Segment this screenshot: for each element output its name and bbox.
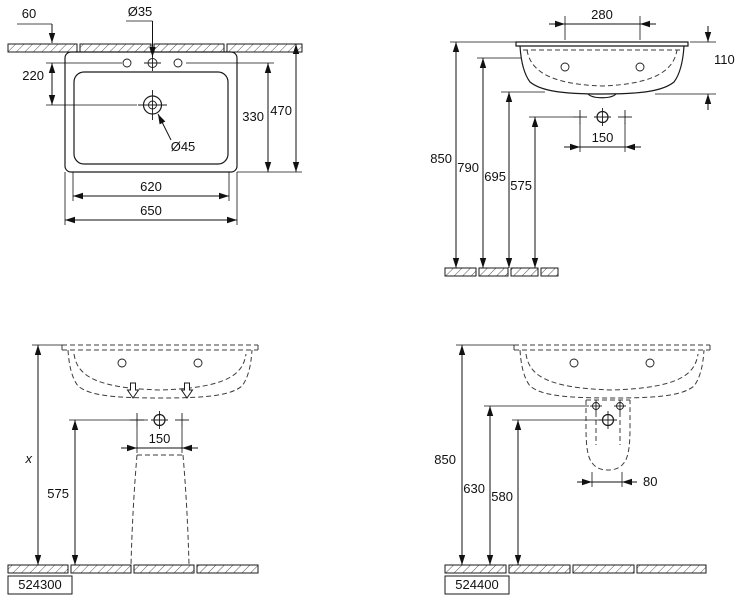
fixing-points-front: [573, 108, 632, 126]
dim-label-575-pedestal: 575: [47, 486, 69, 501]
basin-outline-plan: [64, 51, 238, 173]
taphole-diameter-label: Ø35: [128, 4, 153, 19]
drain-hole: [138, 90, 167, 120]
dim-label-150-pedestal: 150: [149, 431, 171, 446]
dim-label-575-front: 575: [510, 178, 532, 193]
floor-section-hatch-pedestal: [7, 564, 259, 574]
dim-label-470: 470: [270, 103, 292, 118]
dim-label-x: x: [25, 451, 33, 466]
wall-section-hatch: [7, 43, 303, 53]
product-code-524300: 524300: [7, 575, 73, 595]
tap-holes: [122, 55, 183, 71]
dim-label-280: 280: [591, 7, 613, 22]
drain-diameter-label: Ø45: [171, 139, 196, 154]
front-dimensions: 280 110 150 850 790 695: [430, 7, 735, 268]
pedestal-dimensions: 150 x 575: [25, 344, 198, 565]
half-pedestal-view: 850 630 580 80 524400: [434, 344, 711, 595]
product-code-label: 524400: [455, 577, 498, 592]
plan-view: 60 220 Ø35 Ø45 330 470 620: [7, 4, 303, 225]
floor-section-hatch-front: [444, 267, 559, 277]
dim-label-150-front: 150: [592, 130, 614, 145]
half-pedestal-dimensions: 850 630 580 80: [434, 344, 657, 565]
basin-outline-half-pedestal: [513, 344, 711, 399]
pedestal-view: 150 x 575 524300: [7, 344, 259, 595]
dim-label-850-half: 850: [434, 452, 456, 467]
floor-section-hatch-half-pedestal: [444, 564, 707, 574]
product-code-label: 524300: [18, 577, 61, 592]
flow-arrow-icon: [180, 382, 194, 399]
plan-dimensions: 60 220 Ø35 Ø45 330 470 620: [17, 4, 302, 225]
basin-outline-front: [515, 41, 689, 99]
fixing-points-pedestal: [130, 411, 189, 429]
flow-arrow-icon: [126, 382, 140, 399]
siphon-cover-outline: [585, 399, 631, 471]
pedestal-outline: [130, 454, 190, 566]
dim-label-80: 80: [643, 474, 657, 489]
basin-outline-pedestal: [61, 344, 259, 399]
dim-label-330: 330: [242, 109, 264, 124]
dim-label-850-front: 850: [430, 151, 452, 166]
dim-label-110: 110: [714, 52, 735, 67]
dim-label-620: 620: [140, 179, 162, 194]
dim-label-220: 220: [22, 68, 44, 83]
fixing-points-half-pedestal: [590, 400, 626, 429]
product-code-524400: 524400: [444, 575, 510, 595]
dim-label-630: 630: [463, 481, 485, 496]
dim-label-580: 580: [491, 489, 513, 504]
front-view-wall-mounted: 280 110 150 850 790 695: [430, 7, 735, 277]
dim-label-650: 650: [140, 203, 162, 218]
dim-label-695: 695: [484, 169, 506, 184]
dim-label-60: 60: [22, 6, 36, 21]
dim-label-790: 790: [457, 160, 479, 175]
